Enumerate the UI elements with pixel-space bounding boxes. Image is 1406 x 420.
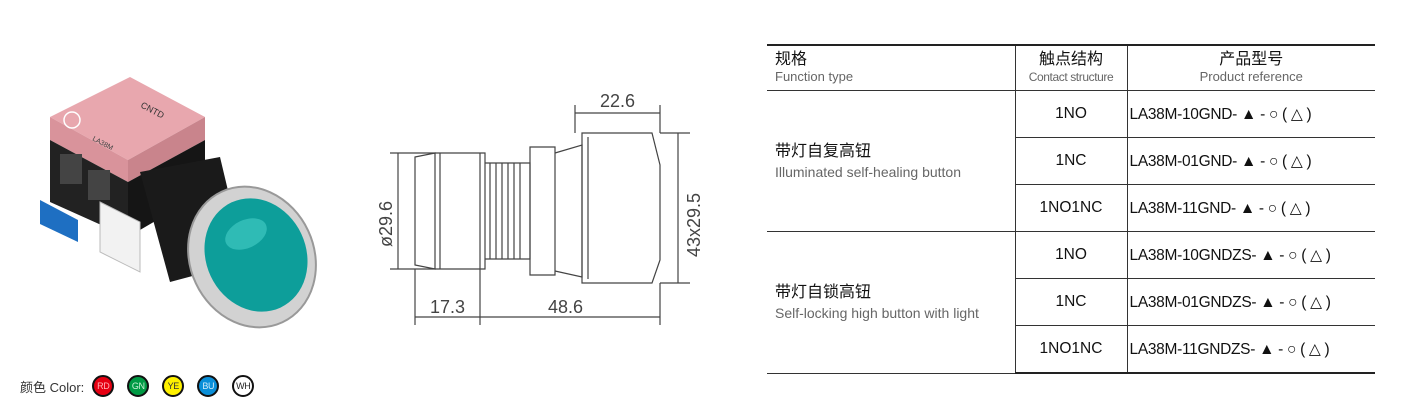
dim-body-length: 48.6	[548, 297, 583, 317]
terminal-screw	[88, 170, 110, 200]
table-row: 带灯自复高钮 Illuminated self-healing button 1…	[767, 90, 1375, 232]
contact-cell: 1NO1NC	[1014, 184, 1128, 232]
green-lens	[204, 198, 308, 312]
table-row: 1NC LA38M-01GNDZS- ▲ - ○ ( △ )	[767, 278, 1375, 326]
drawing-clip	[554, 144, 583, 278]
function-type-cell: 带灯自复高钮 Illuminated self-healing button	[767, 90, 1015, 232]
drawing-button-face	[414, 152, 436, 270]
color-swatch-blue: BU	[197, 375, 220, 397]
drawing-contact-block	[581, 132, 661, 284]
mounting-clip	[99, 201, 141, 273]
color-legend-label: 颜色 Color:	[20, 379, 85, 395]
table-row: 1NO1NC LA38M-11GNDZS- ▲ - ○ ( △ )	[767, 325, 1375, 374]
blue-terminal	[40, 200, 78, 242]
color-swatch-red: RD	[92, 375, 115, 397]
ce-mark-icon	[63, 111, 81, 129]
header-contact-structure: 触点结构 Contact structure	[1014, 44, 1128, 91]
contact-cell: 1NC	[1014, 278, 1128, 326]
color-swatch-green: GN	[127, 375, 150, 397]
lens-highlight	[225, 218, 267, 250]
table-row: 带灯自锁高钮 Self-locking high button with lig…	[767, 231, 1375, 374]
product-photo: CNTD LA38M	[40, 77, 317, 329]
header-function-type: 规格 Function type	[767, 44, 1015, 91]
color-swatch-yellow: YE	[162, 375, 185, 397]
terminal-screw	[60, 154, 82, 184]
contact-cell: 1NO	[1014, 231, 1128, 279]
reference-cell: LA38M-11GND- ▲ - ○ ( △ )	[1127, 184, 1375, 232]
dimension-drawing: 22.6 17.3 48.6 ø29.6 43x29.5	[376, 91, 704, 325]
dim-diameter: ø29.6	[376, 201, 396, 247]
contact-cell: 1NO	[1014, 90, 1128, 138]
header-product-reference: 产品型号 Product reference	[1127, 44, 1375, 91]
table-header-row: 规格 Function type 触点结构 Contact structure …	[767, 44, 1375, 91]
contact-block-front	[50, 117, 128, 182]
table-row: 1NC LA38M-01GND- ▲ - ○ ( △ )	[767, 137, 1375, 185]
table-row: 1NO1NC LA38M-11GND- ▲ - ○ ( △ )	[767, 184, 1375, 232]
reference-cell: LA38M-10GND- ▲ - ○ ( △ )	[1127, 90, 1375, 138]
dim-top-width: 22.6	[600, 91, 635, 111]
color-legend: 颜色 Color: RD GN YE BU WH	[20, 375, 267, 397]
dim-height: 43x29.5	[684, 193, 704, 257]
contact-cell: 1NC	[1014, 137, 1128, 185]
drawing-bezel	[435, 152, 486, 270]
contact-cell: 1NO1NC	[1014, 325, 1128, 374]
dim-head-length: 17.3	[430, 297, 465, 317]
drawing-mount	[529, 146, 556, 276]
function-type-cell: 带灯自锁高钮 Self-locking high button with lig…	[767, 231, 1015, 374]
reference-cell: LA38M-01GND- ▲ - ○ ( △ )	[1127, 137, 1375, 185]
spec-table: 规格 Function type 触点结构 Contact structure …	[767, 44, 1375, 374]
contact-block-top	[50, 77, 205, 160]
reference-cell: LA38M-11GNDZS- ▲ - ○ ( △ )	[1127, 325, 1375, 374]
reference-cell: LA38M-10GNDZS- ▲ - ○ ( △ )	[1127, 231, 1375, 279]
contact-block-side	[128, 117, 205, 182]
color-swatch-white: WH	[232, 375, 255, 397]
reference-cell: LA38M-01GNDZS- ▲ - ○ ( △ )	[1127, 278, 1375, 326]
